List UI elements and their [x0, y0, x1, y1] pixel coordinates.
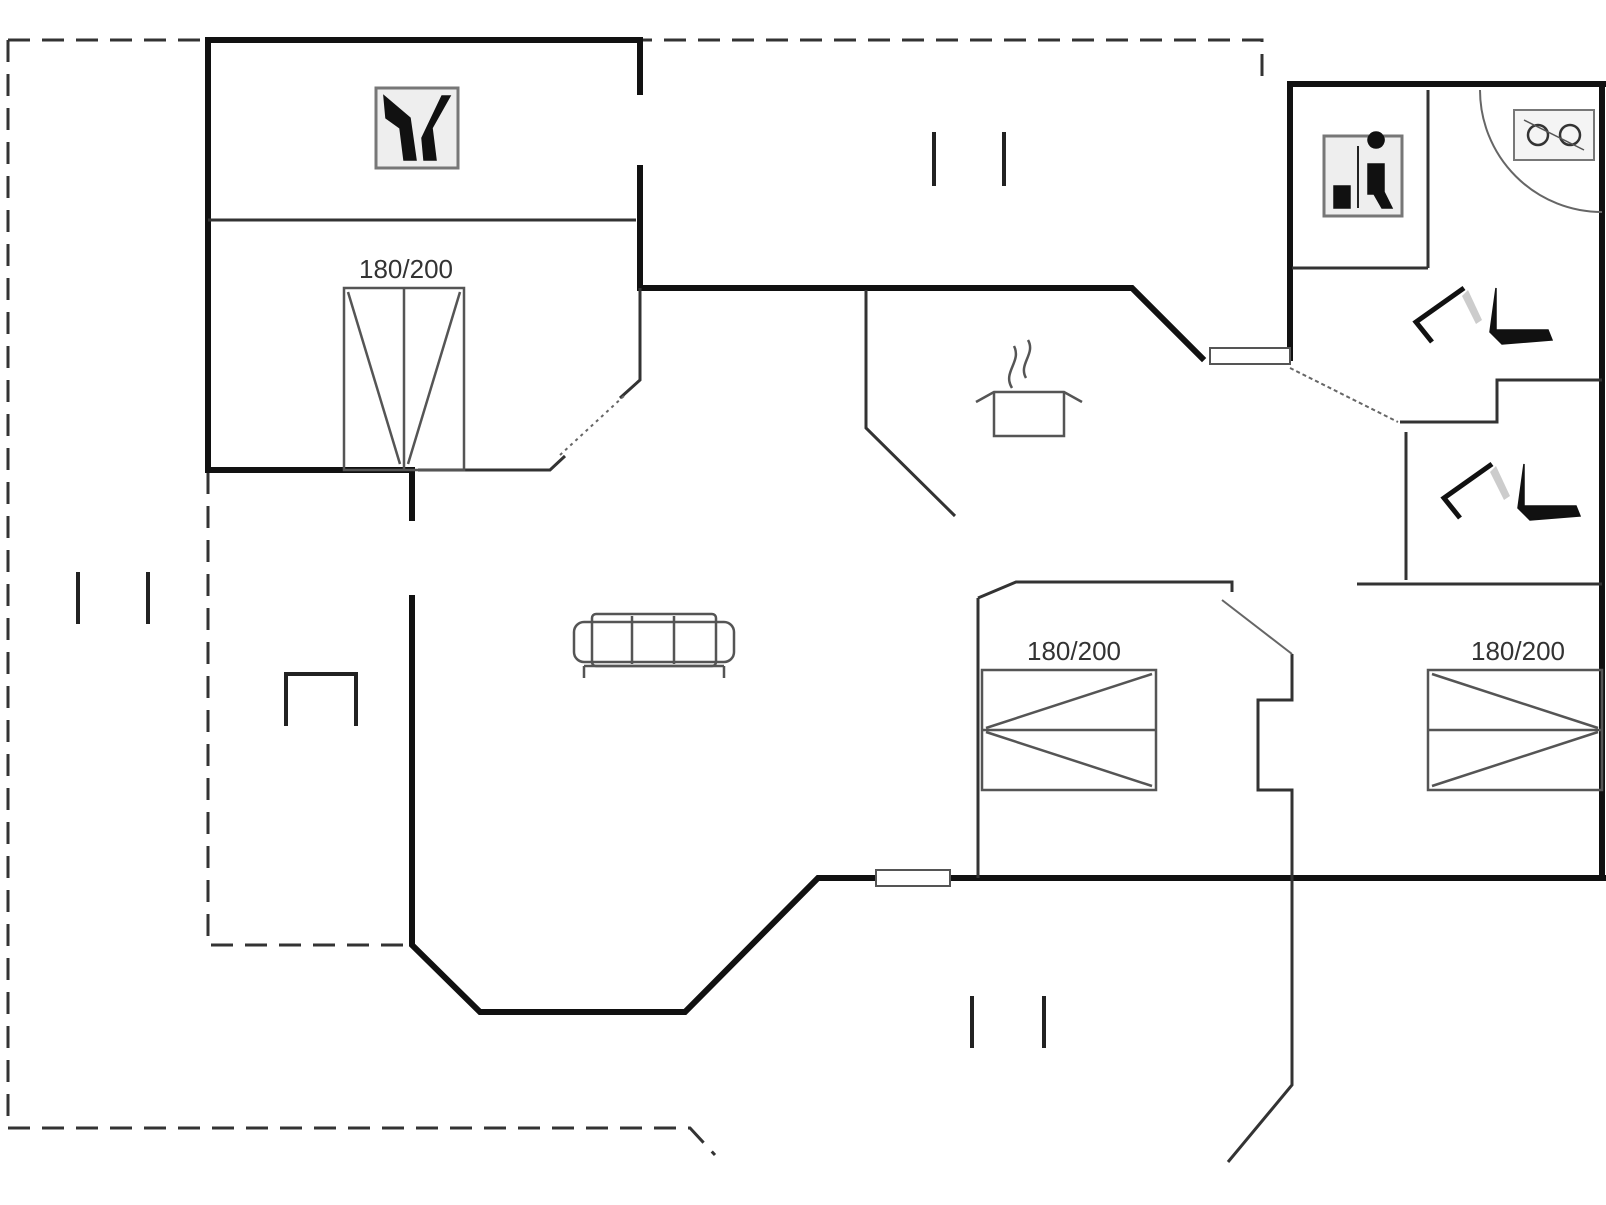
window-kitchen	[1209, 347, 1291, 365]
table-icon	[284, 672, 358, 726]
double-bed-icon	[342, 286, 1604, 792]
sauna-icon	[374, 86, 460, 170]
armchairs-icon	[1412, 285, 1554, 345]
window-entrance	[875, 869, 951, 887]
sofa-icon	[572, 612, 736, 678]
tick-marks	[76, 132, 1046, 1048]
armchairs-icon	[1440, 461, 1582, 521]
door-arc-bathroom	[1479, 89, 1603, 213]
door-bedroom-middle	[1221, 599, 1293, 655]
terrace-outline	[6, 38, 1264, 1157]
door-living	[559, 394, 626, 456]
windows	[559, 89, 1603, 887]
toilet-shower-icon	[1322, 131, 1404, 218]
bed-label-top-left: 180/200	[359, 254, 453, 284]
bed-label-bottom-right: 180/200	[1471, 636, 1565, 666]
washing-machine-icon	[1513, 109, 1595, 161]
kitchen-pot-icon	[975, 339, 1083, 438]
interior-walls	[208, 90, 1602, 1163]
bed-label-bottom-middle: 180/200	[1027, 636, 1121, 666]
door-corridor-diagonal	[1289, 367, 1399, 423]
